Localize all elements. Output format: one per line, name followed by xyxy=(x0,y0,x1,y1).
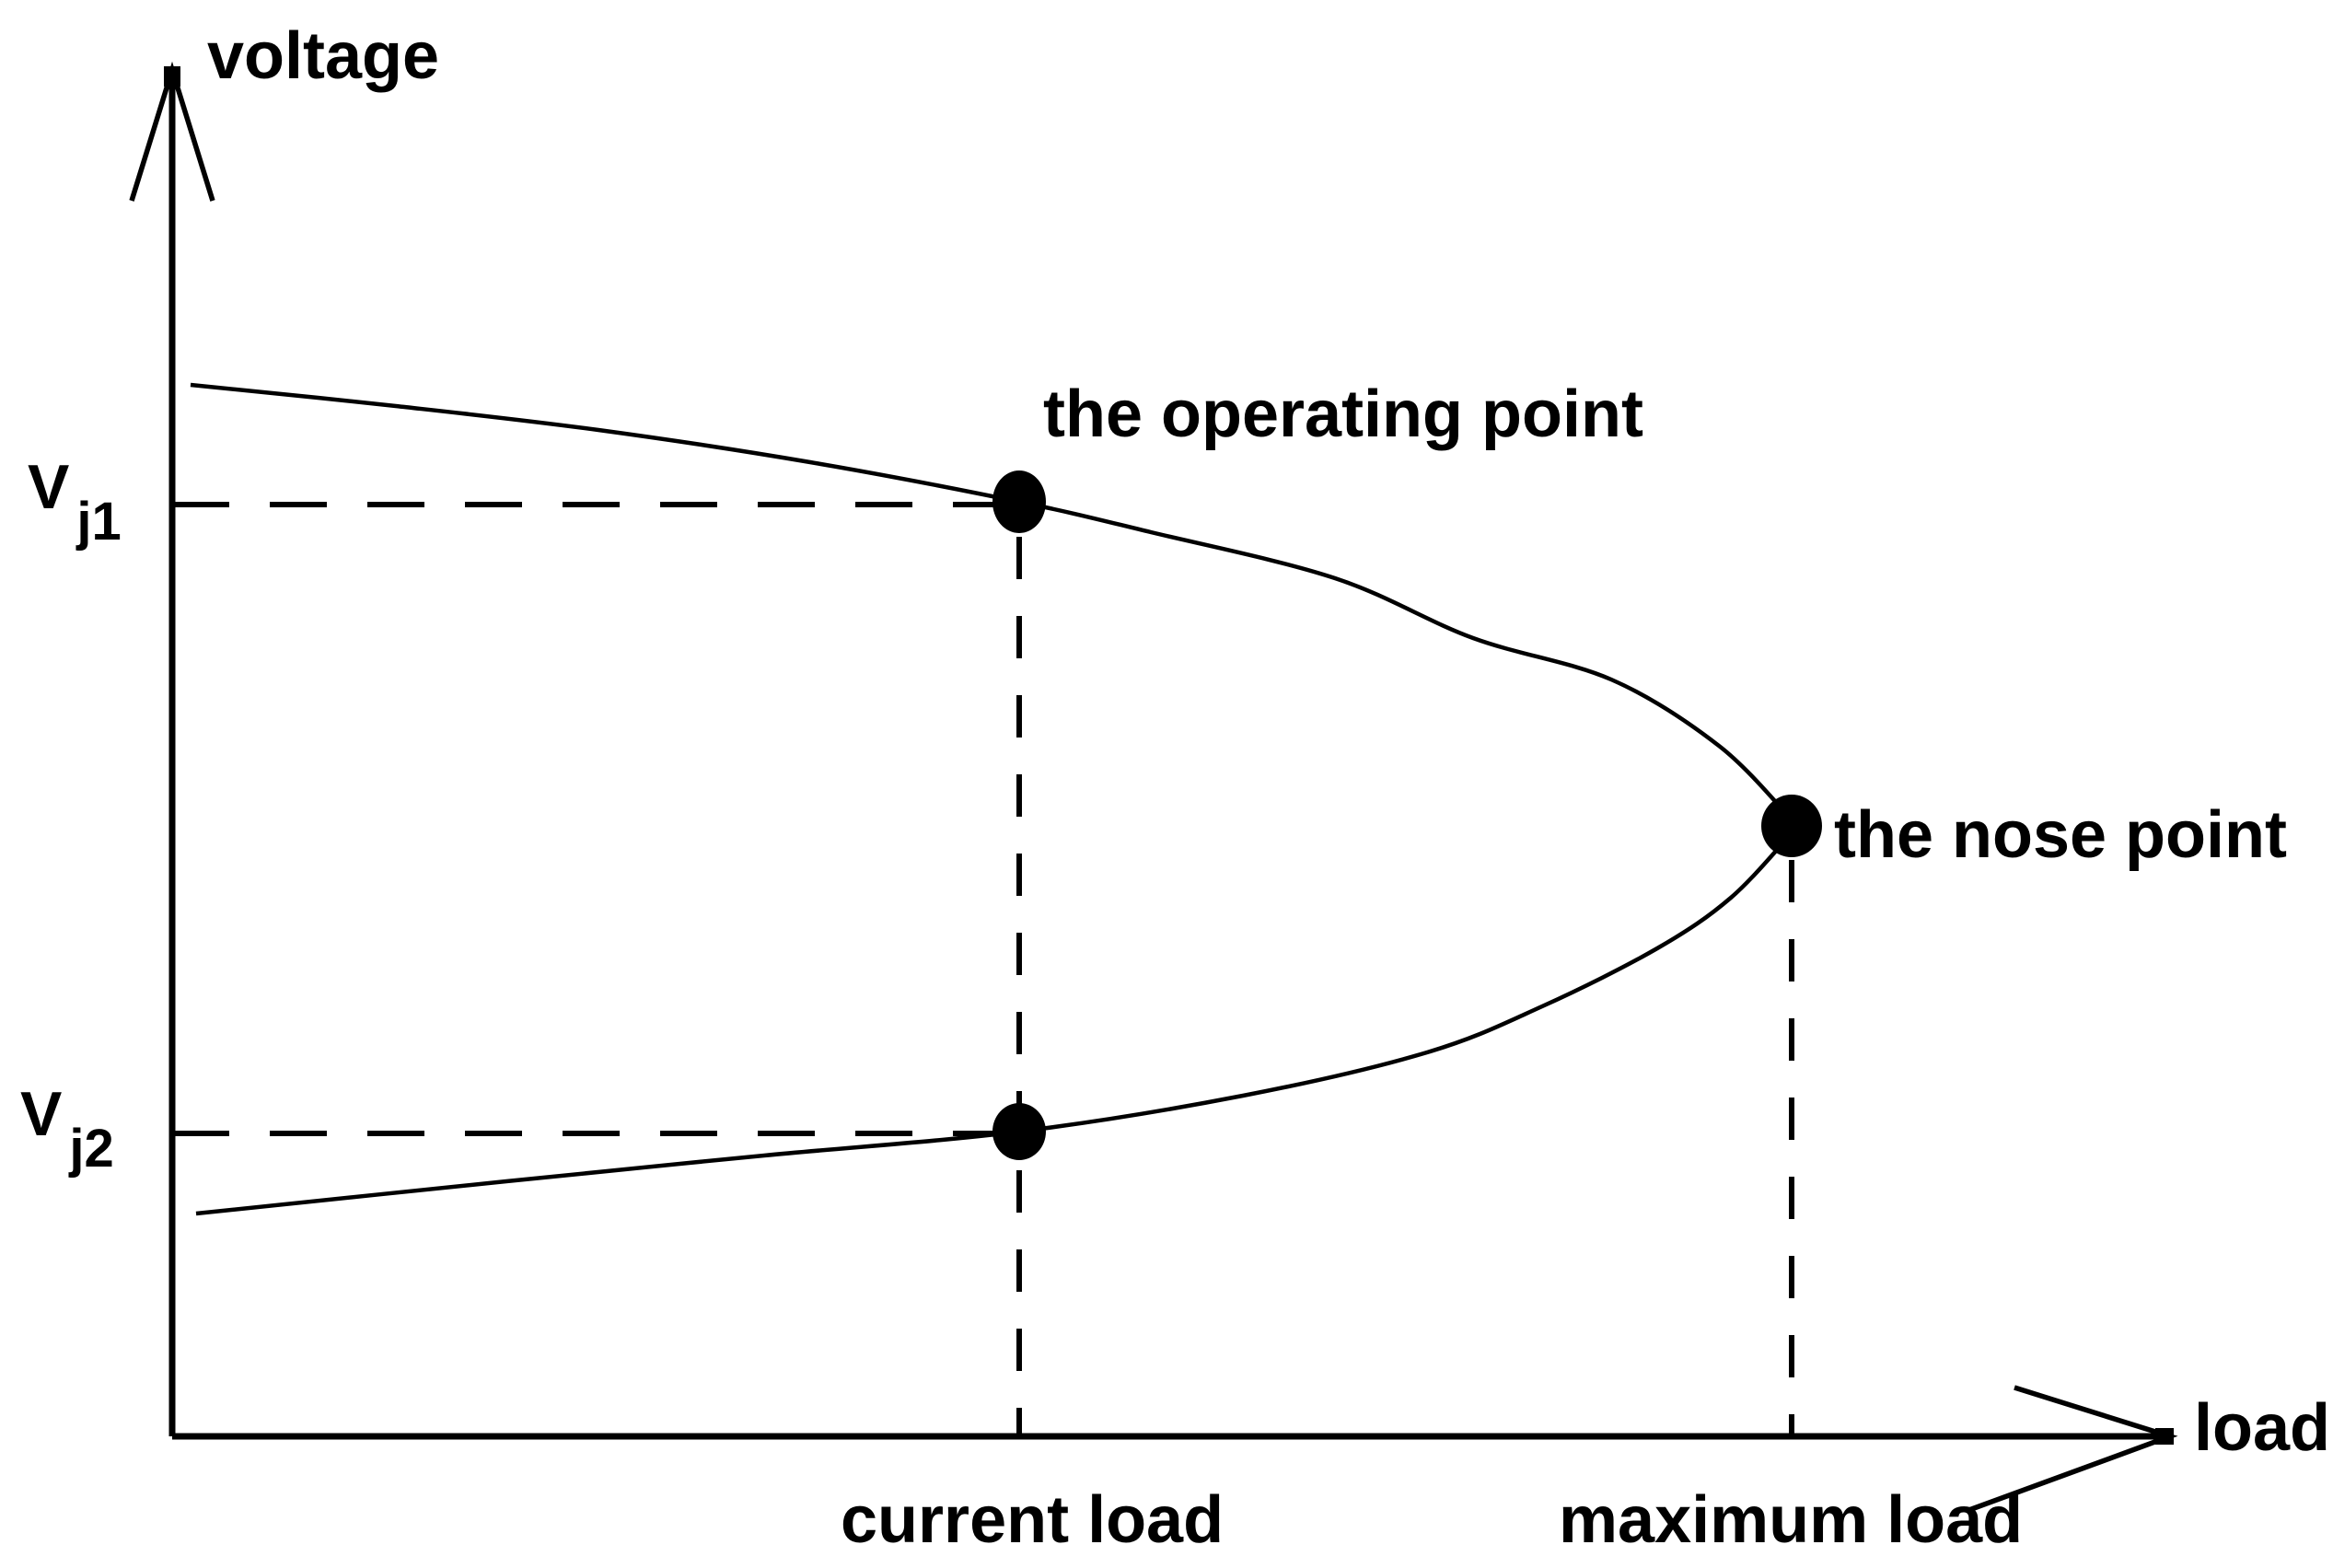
vj1-base: V xyxy=(28,452,69,522)
upper-voltage-branch-curve xyxy=(190,382,1793,821)
vj1-subscript: j1 xyxy=(75,492,121,552)
nose-point-dot xyxy=(1761,795,1822,857)
lower-branch-solution-dot xyxy=(992,1103,1046,1160)
lower-voltage-branch-curve xyxy=(195,831,1793,1216)
y-axis-arrow-tip xyxy=(164,66,180,87)
nose-point-label: the nose point xyxy=(1834,798,2287,872)
y-axis-label: voltage xyxy=(207,19,439,93)
operating-point-dot xyxy=(992,470,1046,533)
x-axis-label: load xyxy=(2194,1391,2330,1465)
vj2-base: V xyxy=(20,1079,62,1149)
current-load-label: current load xyxy=(841,1483,1224,1557)
vj2-subscript: j2 xyxy=(68,1119,113,1179)
operating-point-label: the operating point xyxy=(1043,377,1643,451)
x-axis-arrow-tip xyxy=(2155,1428,2174,1445)
maximum-load-label: maximum load xyxy=(1559,1483,2023,1557)
